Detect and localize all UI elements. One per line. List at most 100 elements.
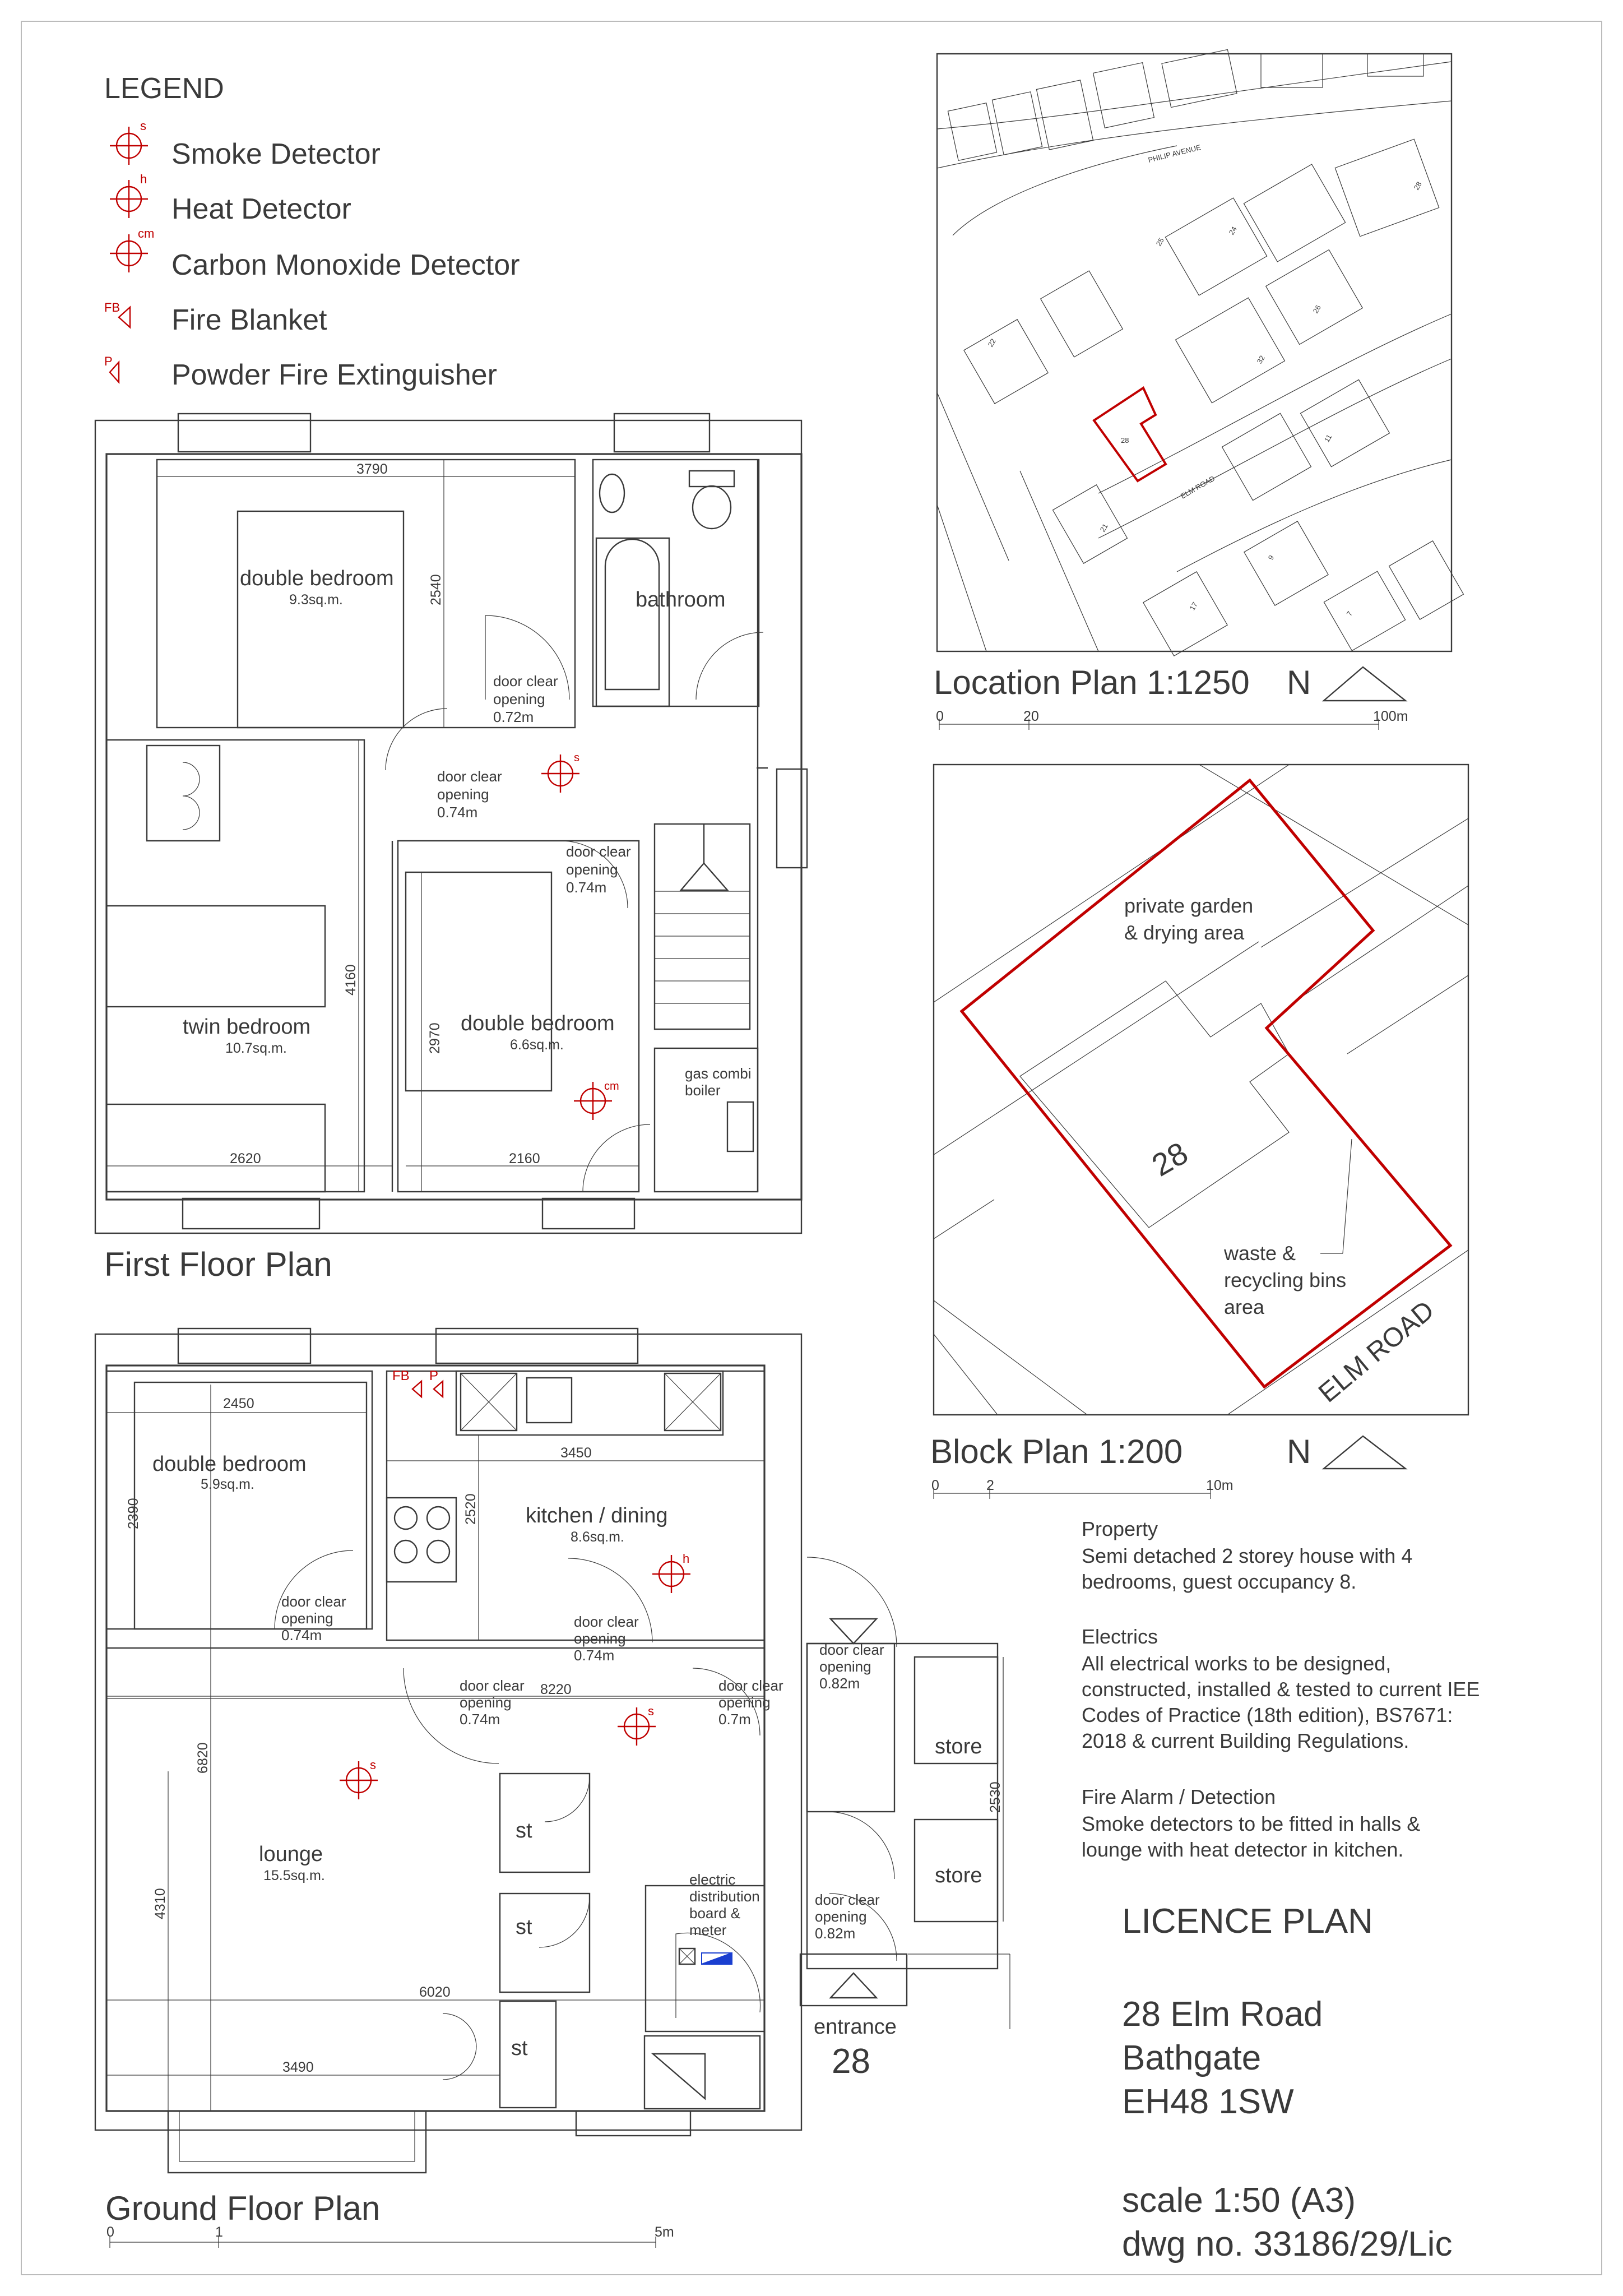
legend-smoke-label: Smoke Detector bbox=[171, 138, 381, 170]
gf-door6-l2: opening bbox=[815, 1908, 867, 1925]
legend-heat-symbol: h bbox=[140, 172, 147, 186]
ff-bed1-area: 9.3sq.m. bbox=[289, 592, 343, 608]
ff-smoke-symbol: s bbox=[574, 752, 579, 764]
ff-door3-l3: 0.74m bbox=[566, 879, 606, 896]
gf-lounge-smoke-detector-icon bbox=[340, 1761, 378, 1799]
notes: Property Semi detached 2 storey house wi… bbox=[1082, 1517, 1480, 1861]
note-property-1: Semi detached 2 storey house with 4 bbox=[1082, 1544, 1412, 1567]
note-electrics-3: Codes of Practice (18th edition), BS7671… bbox=[1082, 1704, 1453, 1726]
block-waste-2: recycling bins bbox=[1224, 1269, 1346, 1292]
gf-scale-0: 0 bbox=[106, 2224, 114, 2240]
ff-title: First Floor Plan bbox=[104, 1246, 332, 1283]
gf-hall-smoke-symbol: s bbox=[648, 1704, 654, 1718]
block-road-label: ELM ROAD bbox=[1313, 1295, 1440, 1409]
title-address-2: Bathgate bbox=[1122, 2039, 1261, 2077]
gf-door5-l2: opening bbox=[819, 1658, 871, 1675]
ff-dim-2540: 2540 bbox=[428, 574, 444, 605]
gf-door3-l2: opening bbox=[460, 1694, 512, 1711]
loc-plot-label: 28 bbox=[1121, 436, 1129, 445]
gf-house-number: 28 bbox=[832, 2042, 870, 2081]
legend-heat-label: Heat Detector bbox=[171, 193, 351, 225]
gf-dim-3450: 3450 bbox=[560, 1445, 592, 1461]
gf-door3-l1: door clear bbox=[460, 1677, 525, 1694]
gf-electric-4: meter bbox=[689, 1922, 727, 1938]
gf-dim-2390: 2390 bbox=[126, 1498, 141, 1529]
ff-door2-l2: opening bbox=[437, 786, 489, 803]
loc-n11: 28 bbox=[1412, 180, 1423, 191]
loc-elm-label: ELM ROAD bbox=[1179, 474, 1216, 501]
gf-door2-l2: opening bbox=[574, 1630, 626, 1647]
gf-kitchen-name: kitchen / dining bbox=[526, 1504, 668, 1527]
block-north-label: N bbox=[1287, 1433, 1311, 1470]
gf-door5-l1: door clear bbox=[819, 1641, 884, 1658]
loc-north-label: N bbox=[1287, 664, 1311, 701]
gf-door4-l1: door clear bbox=[718, 1677, 783, 1694]
gf-electric-2: distribution bbox=[689, 1888, 760, 1905]
loc-n4: 11 bbox=[1323, 433, 1334, 443]
gf-st2-name: st bbox=[516, 1915, 532, 1939]
gf-bed-area: 5.9sq.m. bbox=[201, 1476, 254, 1492]
ff-dim-2160: 2160 bbox=[509, 1151, 540, 1166]
gf-door2-l1: door clear bbox=[574, 1613, 639, 1630]
block-scale-10: 10m bbox=[1206, 1478, 1234, 1493]
gf-entrance-name: entrance bbox=[814, 2015, 897, 2039]
ff-boiler-line2: boiler bbox=[685, 1082, 721, 1099]
note-electrics-2: constructed, installed & tested to curre… bbox=[1082, 1678, 1480, 1701]
gf-door4-l2: opening bbox=[718, 1694, 771, 1711]
gf-dim-2450: 2450 bbox=[223, 1396, 254, 1411]
legend-p-label: Powder Fire Extinguisher bbox=[171, 359, 497, 391]
ff-dim-2620: 2620 bbox=[230, 1151, 261, 1166]
ff-co-symbol: cm bbox=[604, 1080, 619, 1093]
note-property-2: bedrooms, guest occupancy 8. bbox=[1082, 1570, 1356, 1593]
block-plan: private garden & drying area 28 waste & … bbox=[930, 763, 1469, 1499]
legend-p-symbol: P bbox=[104, 354, 113, 368]
ff-bed2-area: 6.6sq.m. bbox=[510, 1037, 564, 1053]
block-garden-1: private garden bbox=[1124, 894, 1253, 917]
gf-door2-l3: 0.74m bbox=[574, 1647, 614, 1664]
gf-dim-6020: 6020 bbox=[419, 1984, 451, 2000]
block-north-arrow-icon bbox=[1321, 1435, 1408, 1470]
loc-n5: 9 bbox=[1267, 554, 1276, 562]
gf-bed-name: double bedroom bbox=[152, 1452, 307, 1476]
ff-twin-area: 10.7sq.m. bbox=[225, 1040, 287, 1056]
legend-fb-symbol: FB bbox=[104, 300, 120, 314]
legend-extinguisher-icon bbox=[109, 360, 120, 385]
legend-co-detector-icon bbox=[110, 234, 148, 272]
loc-north-arrow-icon bbox=[1321, 666, 1408, 702]
gf-door5-l3: 0.82m bbox=[819, 1675, 860, 1692]
gf-dim-2520: 2520 bbox=[463, 1493, 479, 1525]
legend-smoke-detector-icon bbox=[110, 127, 148, 165]
gf-door6-l1: door clear bbox=[815, 1891, 880, 1908]
gf-dim-3490: 3490 bbox=[282, 2059, 314, 2075]
note-fire-2: lounge with heat detector in kitchen. bbox=[1082, 1838, 1403, 1861]
note-fire-heading: Fire Alarm / Detection bbox=[1082, 1785, 1276, 1808]
gf-door6-l3: 0.82m bbox=[815, 1925, 855, 1942]
electric-meter-icon bbox=[701, 1952, 732, 1965]
loc-n10: 25 bbox=[1154, 236, 1166, 247]
gf-door1-l3: 0.74m bbox=[281, 1627, 322, 1644]
ff-door3-l2: opening bbox=[566, 861, 618, 878]
gf-door1-l2: opening bbox=[281, 1610, 333, 1627]
block-scale-0: 0 bbox=[931, 1478, 939, 1493]
ff-dim-3790: 3790 bbox=[356, 461, 388, 477]
gf-electric-1: electric bbox=[689, 1871, 735, 1888]
block-title: Block Plan 1:200 bbox=[930, 1433, 1183, 1470]
gf-fb-symbol: FB bbox=[392, 1368, 410, 1383]
gf-kitchen-area: 8.6sq.m. bbox=[571, 1529, 624, 1545]
block-garden-2: & drying area bbox=[1124, 921, 1245, 944]
block-site-boundary bbox=[959, 778, 1453, 1389]
gf-st3-name: st bbox=[511, 2036, 528, 2060]
gf-lounge-name: lounge bbox=[259, 1843, 323, 1866]
title-drawing-number: dwg no. 33186/29/Lic bbox=[1122, 2225, 1452, 2263]
note-electrics-heading: Electrics bbox=[1082, 1625, 1158, 1648]
gf-lounge-smoke-symbol: s bbox=[370, 1758, 376, 1772]
legend-heat-detector-icon bbox=[110, 180, 148, 218]
gf-store1-name: store bbox=[935, 1735, 982, 1758]
ff-co-detector-icon bbox=[574, 1082, 612, 1120]
gf-scale-5: 5m bbox=[655, 2224, 674, 2240]
title-licence-plan: LICENCE PLAN bbox=[1122, 1902, 1373, 1941]
gf-door1-l1: door clear bbox=[281, 1593, 346, 1610]
title-address-3: EH48 1SW bbox=[1122, 2082, 1294, 2121]
legend-title: LEGEND bbox=[104, 72, 224, 105]
gf-door3-l3: 0.74m bbox=[460, 1711, 500, 1728]
